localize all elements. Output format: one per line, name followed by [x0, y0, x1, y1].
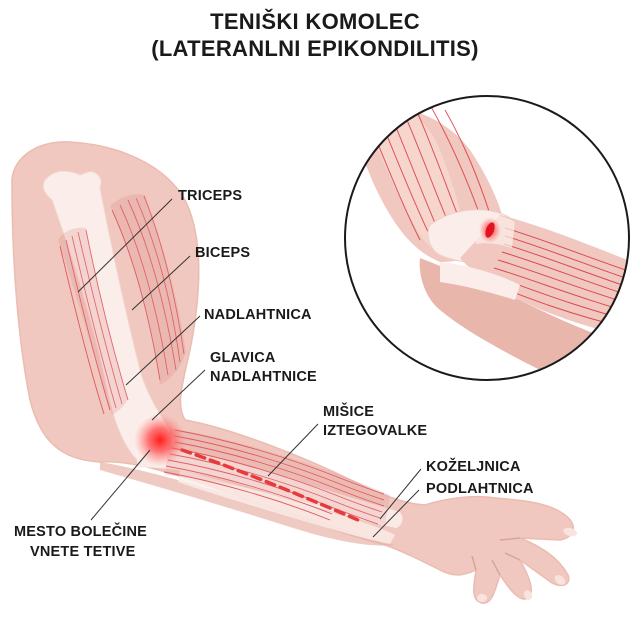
label-glavica-line-1: GLAVICA: [210, 349, 276, 368]
label-podlahtnica: PODLAHTNICA: [426, 480, 534, 499]
label-misice-line-2: IZTEGOVALKE: [323, 422, 427, 441]
label-mesto-line-2: VNETE TETIVE: [30, 543, 136, 562]
label-mesto-line-1: MESTO BOLEČINE: [14, 523, 147, 542]
label-biceps: BICEPS: [195, 244, 250, 263]
label-kozeljnica: KOŽELJNICA: [426, 458, 521, 477]
label-glavica-line-2: NADLAHTNICE: [210, 368, 317, 387]
label-nadlahtnica: NADLAHTNICA: [204, 306, 312, 325]
label-misice-line-1: MIŠICE: [323, 403, 374, 422]
label-triceps: TRICEPS: [178, 187, 242, 206]
zoom-circle-detail: [340, 90, 630, 390]
pain-site-glow: [134, 414, 186, 466]
